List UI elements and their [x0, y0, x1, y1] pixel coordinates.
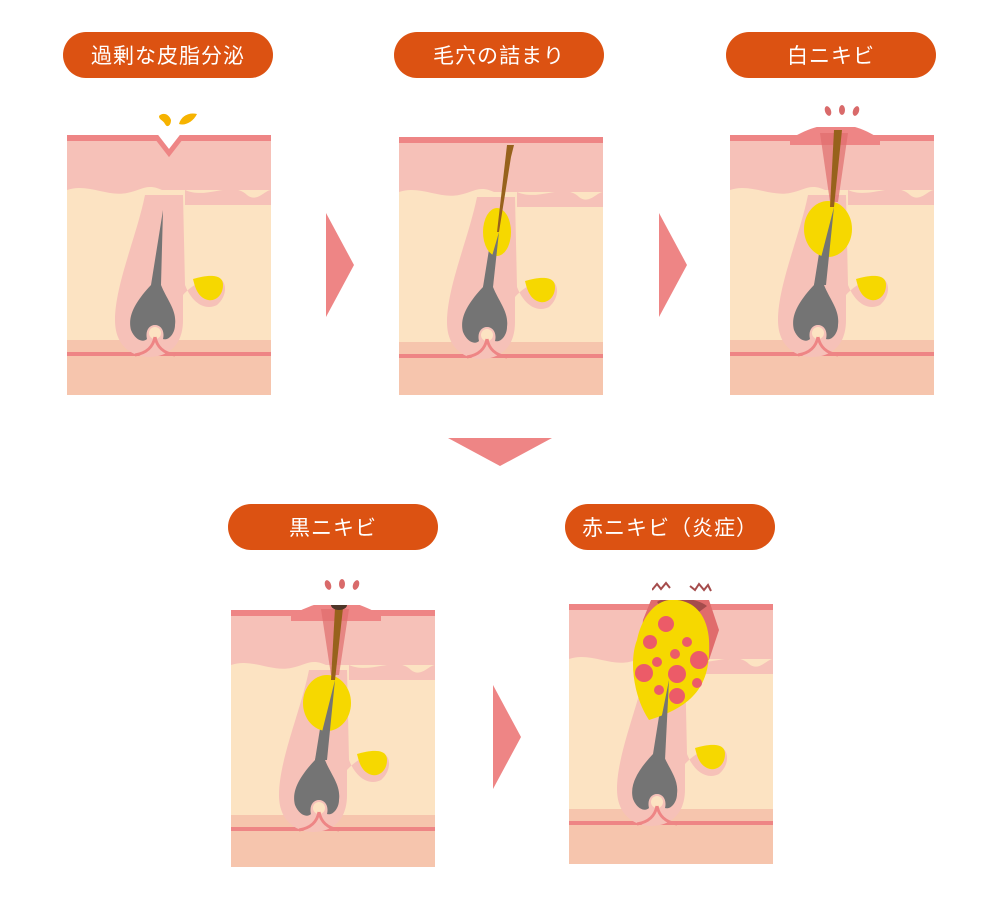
skin-panel-whitehead — [730, 127, 934, 395]
arrow-right-icon — [659, 213, 687, 317]
stage-label-red-acne: 赤ニキビ（炎症） — [565, 504, 775, 550]
swelling-marks-icon — [322, 578, 362, 592]
pain-marks-icon — [652, 580, 712, 596]
swelling-marks-icon — [822, 104, 862, 118]
stage-label-pore-clogging: 毛穴の詰まり — [394, 32, 604, 78]
arrow-down-icon — [448, 438, 552, 466]
arrow-right-icon — [493, 685, 521, 789]
sebum-droplet-icon — [155, 110, 201, 132]
skin-panel-blackhead — [231, 605, 435, 867]
skin-panel-excess-sebum — [67, 135, 271, 395]
stage-label-blackhead: 黒ニキビ — [228, 504, 438, 550]
skin-panel-pore-clogging — [399, 137, 603, 395]
arrow-right-icon — [326, 213, 354, 317]
skin-panel-red-acne — [569, 600, 773, 864]
stage-label-whitehead: 白ニキビ — [726, 32, 936, 78]
stage-label-excess-sebum: 過剰な皮脂分泌 — [63, 32, 273, 78]
